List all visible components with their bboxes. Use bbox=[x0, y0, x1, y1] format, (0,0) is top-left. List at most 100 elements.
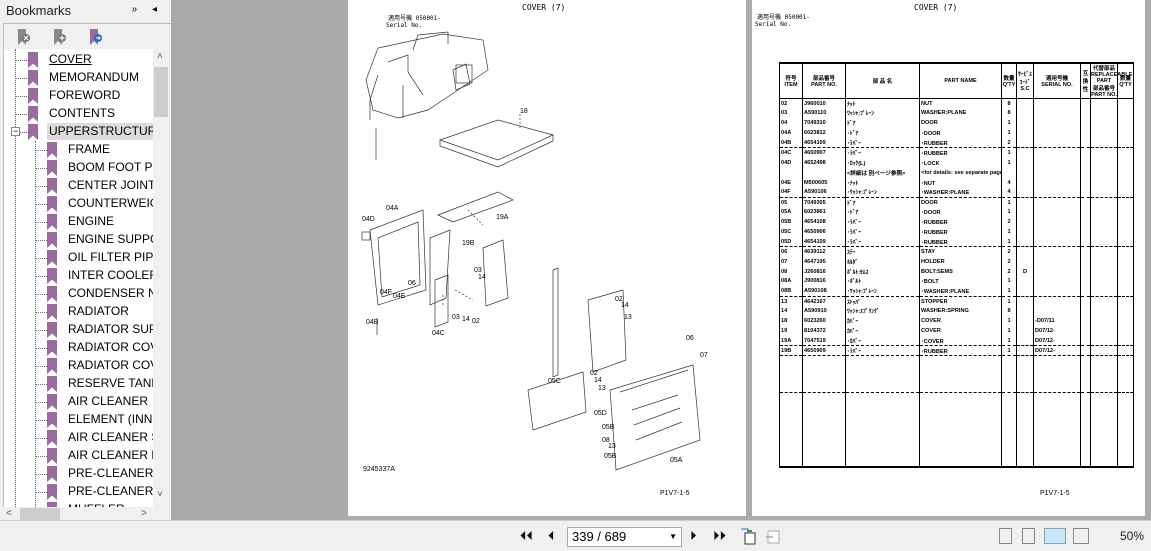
vertical-scrollbar[interactable]: ˄ ˅ bbox=[153, 49, 169, 507]
table-cell: ﾎﾙﾀﾞ bbox=[845, 256, 920, 267]
delete-bookmark-icon[interactable] bbox=[16, 29, 30, 45]
bookmark-icon bbox=[47, 394, 57, 410]
go-forward-view-icon[interactable] bbox=[764, 528, 780, 545]
table-cell bbox=[1016, 429, 1034, 468]
tree-connector bbox=[35, 438, 47, 439]
bookmark-label: AIR CLEANER bbox=[68, 394, 149, 408]
table-cell: STOPPER bbox=[919, 295, 1002, 307]
table-cell: 08A bbox=[779, 276, 803, 287]
scroll-up-icon[interactable]: ˄ bbox=[157, 51, 163, 62]
single-page-view-icon[interactable] bbox=[999, 528, 1012, 544]
callout-label: 14 bbox=[478, 274, 486, 281]
table-cell bbox=[1001, 429, 1017, 468]
callout-label: 04D bbox=[362, 216, 375, 223]
table-cell: ﾅｯﾄ bbox=[845, 98, 920, 109]
table-row-empty bbox=[779, 355, 1134, 393]
tree-connector bbox=[35, 348, 47, 349]
first-page-icon[interactable]: ⏴⏴ bbox=[520, 528, 533, 543]
table-cell: 1 bbox=[1001, 118, 1017, 129]
table-cell bbox=[1117, 306, 1134, 317]
table-cell bbox=[1117, 98, 1134, 109]
table-cell bbox=[1117, 157, 1134, 168]
table-cell: 2 bbox=[1001, 138, 1017, 148]
table-cell: 8 bbox=[1001, 306, 1017, 317]
table-cell: ｽﾄｯﾊﾟ bbox=[845, 295, 920, 307]
bookmark-icon bbox=[47, 286, 57, 302]
table-cell bbox=[1090, 207, 1118, 218]
panel-splitter[interactable] bbox=[171, 0, 176, 520]
bookmark-icon bbox=[47, 196, 57, 212]
table-row: <詳細は 別ページ参照><for details: see separate p… bbox=[779, 167, 1134, 178]
collapse-toggle[interactable]: − bbox=[11, 126, 20, 136]
last-page-icon[interactable]: ⏵⏵ bbox=[713, 528, 726, 543]
panel-controls[interactable]: » ◂ bbox=[131, 4, 163, 15]
table-cell bbox=[1080, 286, 1091, 297]
bookmark-label: UPPERSTRUCTURE bbox=[47, 123, 153, 140]
callout-label: 14 bbox=[621, 302, 629, 309]
scroll-left-icon[interactable]: < bbox=[6, 508, 12, 519]
table-cell bbox=[919, 355, 1002, 393]
tree-connector bbox=[35, 474, 47, 475]
chevron-down-icon[interactable]: ▼ bbox=[669, 532, 677, 541]
table-cell: 4654108 bbox=[802, 217, 846, 228]
facing-view-icon[interactable] bbox=[1044, 528, 1066, 544]
table-cell: 1 bbox=[1001, 335, 1017, 346]
table-cell bbox=[1117, 316, 1134, 326]
table-header: 符号 ITEM bbox=[779, 62, 803, 99]
tree-connector bbox=[35, 492, 47, 493]
table-cell: J260816 bbox=[802, 266, 846, 277]
bookmark-icon bbox=[47, 232, 57, 248]
table-cell: ･COVER bbox=[919, 335, 1002, 346]
table-cell: 6023812 bbox=[802, 128, 846, 139]
table-cell bbox=[1090, 276, 1118, 287]
scroll-down-icon[interactable]: ˅ bbox=[157, 489, 163, 500]
scroll-right-icon[interactable]: > bbox=[141, 508, 147, 519]
table-cell: ･ﾜｯｼｬ:ﾌﾟﾚｰﾝ bbox=[845, 286, 920, 297]
table-cell: 4 bbox=[1001, 177, 1017, 188]
table-cell bbox=[779, 355, 803, 393]
bookmark-label: PRE-CLEANER bbox=[68, 466, 153, 480]
page-number-input[interactable]: 339 / 689▼ bbox=[567, 527, 682, 547]
zoom-level[interactable]: 50% bbox=[1120, 529, 1145, 543]
next-page-icon[interactable]: ⏵ bbox=[690, 528, 697, 543]
continuous-view-icon[interactable] bbox=[1022, 528, 1035, 544]
bookmark-label: MUFFLER bbox=[66, 501, 127, 507]
bookmark-label: CONTENTS bbox=[49, 106, 115, 120]
table-cell bbox=[1080, 236, 1091, 247]
table-cell bbox=[779, 167, 803, 178]
table-cell: 7047519 bbox=[802, 335, 846, 346]
continuous-facing-view-icon[interactable] bbox=[1073, 528, 1089, 544]
previous-page-icon[interactable]: ⏴ bbox=[548, 528, 555, 543]
table-cell: NUT bbox=[919, 98, 1002, 109]
callout-label: 06 bbox=[408, 280, 416, 287]
table-cell bbox=[1033, 177, 1081, 188]
table-cell: 04D bbox=[779, 157, 803, 168]
scroll-thumb[interactable] bbox=[154, 67, 168, 117]
add-bookmark-icon[interactable] bbox=[52, 29, 66, 45]
table-cell: 1 bbox=[1001, 276, 1017, 287]
table-cell bbox=[1117, 196, 1134, 208]
bookmark-label: ENGINE bbox=[68, 214, 115, 228]
bookmark-label: ELEMENT (INNE bbox=[68, 412, 153, 426]
table-cell bbox=[1016, 118, 1034, 129]
table-cell: ･ﾗﾊﾞｰ bbox=[845, 217, 920, 228]
table-cell bbox=[1090, 335, 1118, 346]
scroll-thumb[interactable] bbox=[20, 508, 60, 522]
goto-bookmark-icon[interactable] bbox=[88, 29, 102, 45]
bookmark-icon bbox=[47, 214, 57, 230]
table-cell bbox=[1090, 177, 1118, 188]
table-cell bbox=[1033, 98, 1081, 109]
table-cell: ｶﾊﾞｰ bbox=[845, 325, 920, 336]
tree-connector bbox=[35, 204, 47, 205]
table-cell bbox=[802, 429, 846, 468]
table-cell: ･ﾗﾊﾞｰ bbox=[845, 345, 920, 356]
go-back-view-icon[interactable] bbox=[740, 528, 756, 545]
horizontal-scrollbar[interactable]: < > bbox=[3, 507, 153, 523]
table-cell bbox=[1090, 187, 1118, 198]
